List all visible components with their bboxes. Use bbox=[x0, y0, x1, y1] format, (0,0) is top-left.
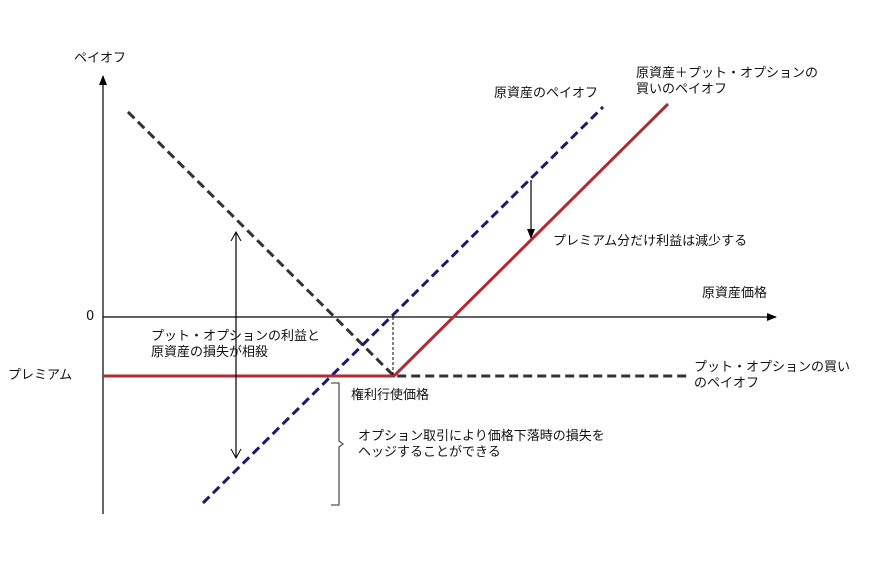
protective-put-payoff-line bbox=[103, 102, 670, 378]
hedge-note-line2: ヘッジすることができる bbox=[358, 445, 501, 460]
premium-reduction-note: プレミアム分だけ利益は減少する bbox=[553, 234, 748, 249]
x-axis-label: 原資産価格 bbox=[702, 286, 768, 301]
offset-note-line1: プット・オプションの利益と bbox=[151, 329, 321, 344]
y-axis-label: ペイオフ bbox=[74, 51, 127, 66]
hedge-bracket bbox=[331, 382, 345, 506]
long-put-label-line2: のペイオフ bbox=[694, 376, 760, 391]
protective-put-label-line1: 原資産＋プット・オプションの bbox=[636, 66, 819, 81]
underlying-payoff-label: 原資産のペイオフ bbox=[494, 86, 599, 101]
hedge-note-line1: オプション取引により価格下落時の損失を bbox=[358, 429, 605, 444]
premium-label: プレミアム bbox=[8, 368, 73, 383]
zero-tick-label: 0 bbox=[86, 309, 95, 324]
strike-price-label: 権利行使価格 bbox=[351, 388, 430, 403]
long-put-label-line1: プット・オプションの買い bbox=[694, 360, 851, 375]
underlying-payoff-line bbox=[201, 105, 605, 505]
offset-note-line2: 原資産の損失が相殺 bbox=[151, 345, 269, 360]
protective-put-label-line2: 買いのペイオフ bbox=[636, 82, 728, 97]
